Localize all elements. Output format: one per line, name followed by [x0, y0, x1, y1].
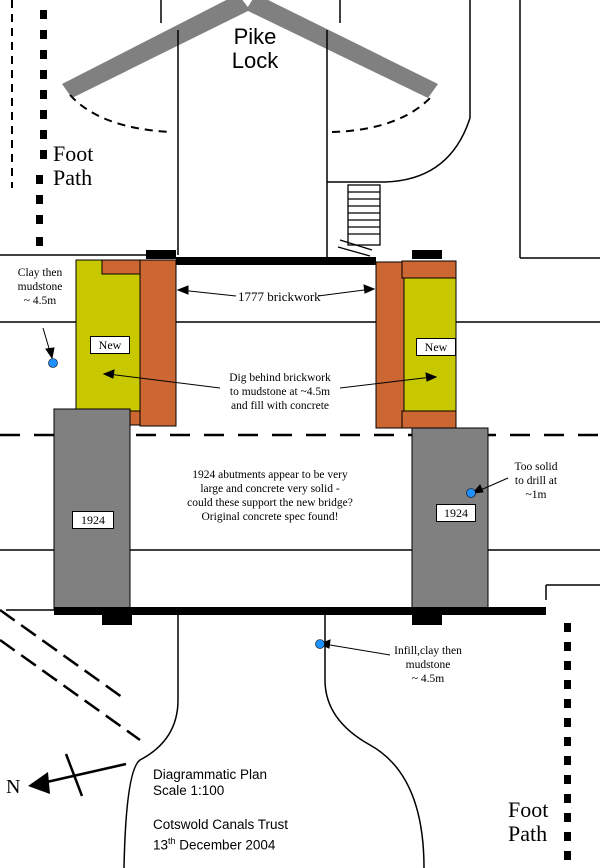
- brickwork-label: 1777 brickwork: [238, 289, 321, 304]
- lock-steps: [337, 184, 381, 257]
- brickwork-arrow-left: [179, 289, 237, 297]
- new-label-right: New: [416, 338, 456, 356]
- infill-arrow: [323, 643, 391, 656]
- lock-gate-left: [62, 0, 250, 98]
- quay-curve: [327, 117, 471, 183]
- brickwork-arrow-right: [317, 288, 373, 297]
- bridge-edge-bottom: [54, 607, 546, 615]
- label-1924-right: 1924: [436, 504, 476, 522]
- river-bank-left: [123, 615, 179, 868]
- borehole-left: [48, 358, 58, 368]
- footpath-dots-top: [36, 10, 47, 246]
- brick-cap-right-top: [401, 260, 457, 279]
- brick-cap-left-top: [101, 259, 143, 275]
- borehole-right: [466, 488, 476, 498]
- dig-arrow-right: [339, 376, 433, 389]
- gate-arc-right: [331, 95, 433, 133]
- brick-cap-right-bottom: [401, 410, 457, 429]
- new-label-left: New: [90, 336, 130, 354]
- brick-wall-right: [375, 261, 405, 429]
- dig-arrow-left: [107, 373, 221, 389]
- north-label: N: [6, 776, 21, 798]
- gate-arc-left: [69, 94, 171, 133]
- abutment-1924-left: [53, 408, 131, 610]
- brick-wall-left: [139, 259, 177, 427]
- credit-caption: Cotswold Canals Trust 13th December 2004: [153, 817, 289, 853]
- river-bank-right: [324, 615, 425, 868]
- borehole-bottom: [315, 639, 325, 649]
- lock-gate-right: [246, 0, 438, 98]
- north-arrow: [28, 753, 127, 797]
- label-1924-left: 1924: [72, 511, 114, 529]
- bridge-edge-top: [176, 257, 376, 265]
- footpath-dots-bottom: [564, 623, 571, 860]
